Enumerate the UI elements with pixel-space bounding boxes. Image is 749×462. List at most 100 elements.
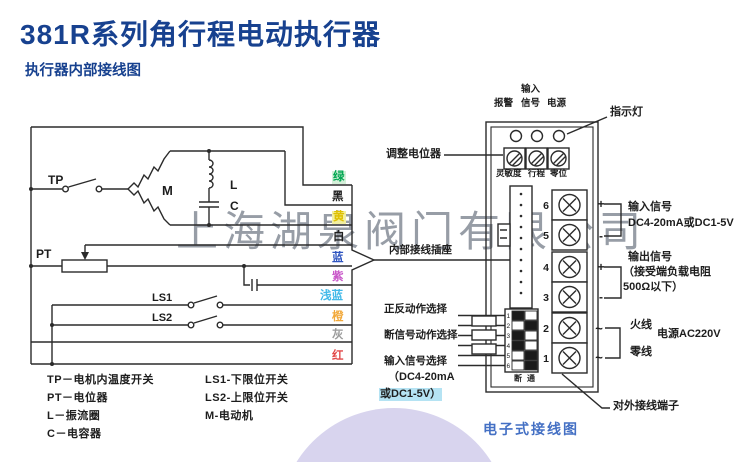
wire-label-lightblue: 浅蓝: [320, 290, 343, 302]
terminal-number-1: 1: [543, 353, 549, 365]
wire-label-blue: 蓝: [332, 252, 344, 264]
terminal-numbers: 6 5 4 3 2 1: [543, 200, 549, 365]
pt-body: [61, 259, 108, 273]
indicator-label-power: 电源: [547, 98, 567, 109]
live-tilde-mark: ~: [595, 321, 603, 336]
terminal-number-6: 6: [543, 200, 549, 212]
external-terminal-label: 对外接线端子: [613, 400, 679, 412]
output-signal-bracket: [604, 266, 622, 299]
socket-pins: [519, 192, 523, 295]
panel-outer-border: [485, 121, 599, 393]
label-ls2: LS2: [152, 312, 172, 324]
legend-item-ls2: LS2-上限位开关: [205, 392, 289, 404]
internal-socket: [509, 185, 533, 309]
diagram-title: 执行器内部接线图: [25, 63, 141, 79]
live-wire-label: 火线: [630, 319, 652, 331]
motor-winding-upper: [127, 150, 171, 190]
wire-bundle-brace: [351, 185, 376, 364]
legend-item-pt: PT－电位器: [47, 392, 109, 404]
indicator-label-alarm: 报警: [494, 98, 514, 109]
terminal-number-4: 4: [543, 262, 549, 274]
selector-input-label: 输入信号选择: [384, 355, 447, 367]
capacitor-plates: [199, 201, 219, 208]
terminal-number-2: 2: [543, 323, 549, 335]
black-wire: [284, 151, 352, 206]
legend-item-c: C－电容器: [47, 428, 102, 440]
socket-plug-tab: [497, 223, 511, 247]
indicator-lights: [509, 129, 566, 143]
indicator-label-signal: 信号: [521, 98, 541, 109]
wire-label-gray: 灰: [332, 329, 344, 341]
dip-on-label: 通: [527, 373, 535, 383]
indicator-callout-label: 指示灯: [610, 106, 643, 118]
label-pt: PT: [36, 247, 52, 261]
neutral-tilde-mark: ~: [595, 350, 603, 365]
dip-number-3: 3: [507, 333, 511, 340]
wire-label-black: 黑: [332, 191, 344, 203]
legend-item-tp: TP－电机内温度开关: [47, 374, 155, 386]
polarity-marks: + - + - ~ ~: [595, 197, 604, 365]
output-signal-note1: （接受端负载电阻: [623, 266, 711, 278]
adjust-pots[interactable]: [503, 147, 570, 170]
green-wire: [31, 126, 352, 186]
circuit-lines: [29, 116, 622, 409]
motor-winding-lower: [127, 188, 171, 226]
input-minus-mark: -: [599, 229, 603, 243]
dip-number-1: 1: [507, 313, 511, 320]
indicator-callout-line: [566, 116, 608, 135]
output-signal-note2: 500Ω以下）: [623, 281, 684, 293]
label-tp: TP: [48, 173, 63, 187]
selector-signal-loss-label: 断信号动作选择: [384, 329, 458, 341]
socket-callout-label: 内部接线插座: [389, 244, 452, 256]
input-signal-bracket: [604, 203, 622, 237]
wire-label-green: 绿: [332, 171, 346, 185]
output-signal-title: 输出信号: [628, 251, 672, 263]
dip-number-6: 6: [507, 363, 511, 370]
junction-dots: [29, 149, 246, 366]
external-callout-line: [561, 373, 610, 409]
wire-label-white: 白: [333, 231, 345, 243]
wire-label-yellow: 黄: [332, 211, 346, 225]
dip-switch[interactable]: [458, 308, 539, 373]
input-plus-mark: +: [597, 197, 604, 211]
input-range-line1: （DC4-20mA: [388, 371, 455, 383]
inductor-coil: [208, 159, 214, 189]
input-group-label: 输入: [521, 84, 541, 95]
tp-switch-blade: [68, 178, 97, 188]
pot-callout-label: 调整电位器: [386, 148, 441, 160]
dip-number-2: 2: [507, 323, 511, 330]
wire-label-purple: 紫: [332, 271, 344, 283]
pot-label-zero: 零位: [550, 168, 568, 178]
terminal-number-5: 5: [543, 230, 549, 242]
page-title: 381R系列角行程电动执行器: [20, 19, 381, 50]
neutral-wire-label: 零线: [630, 346, 652, 358]
terminal-blocks[interactable]: [551, 189, 588, 374]
pot-label-travel: 行程: [528, 168, 546, 178]
selector-action-label: 正反动作选择: [384, 303, 447, 315]
power-bracket: [605, 327, 621, 359]
dip-numbers: 1 2 3 4 5 6: [507, 313, 511, 370]
input-signal-range: DC4-20mA或DC1-5V: [628, 217, 734, 229]
panel-inner-border: [490, 126, 594, 388]
dip-off-label: 断: [514, 373, 522, 383]
diagram-caption: 电子式接线图: [483, 421, 579, 437]
pot-label-sensitivity: 灵敏度: [496, 168, 522, 178]
output-plus-mark: +: [597, 260, 604, 274]
label-m: M: [162, 183, 173, 198]
legend-item-ls1: LS1-下限位开关: [205, 374, 289, 386]
output-minus-mark: -: [599, 290, 603, 304]
legend-item-l: L－振流圈: [47, 410, 101, 422]
circuit-labels: TP M L C PT LS1 LS2: [36, 173, 239, 324]
dip-number-4: 4: [507, 343, 511, 350]
label-l: L: [230, 178, 237, 192]
ls2-switch-blade: [193, 315, 218, 324]
label-c: C: [230, 199, 239, 213]
power-source-label: 电源AC220V: [657, 328, 721, 340]
wiper-arrow: [81, 252, 89, 260]
legend-item-m: M-电动机: [205, 410, 254, 422]
terminal-number-3: 3: [543, 292, 549, 304]
input-signal-title: 输入信号: [628, 201, 672, 213]
wire-label-orange: 橙: [332, 311, 344, 323]
